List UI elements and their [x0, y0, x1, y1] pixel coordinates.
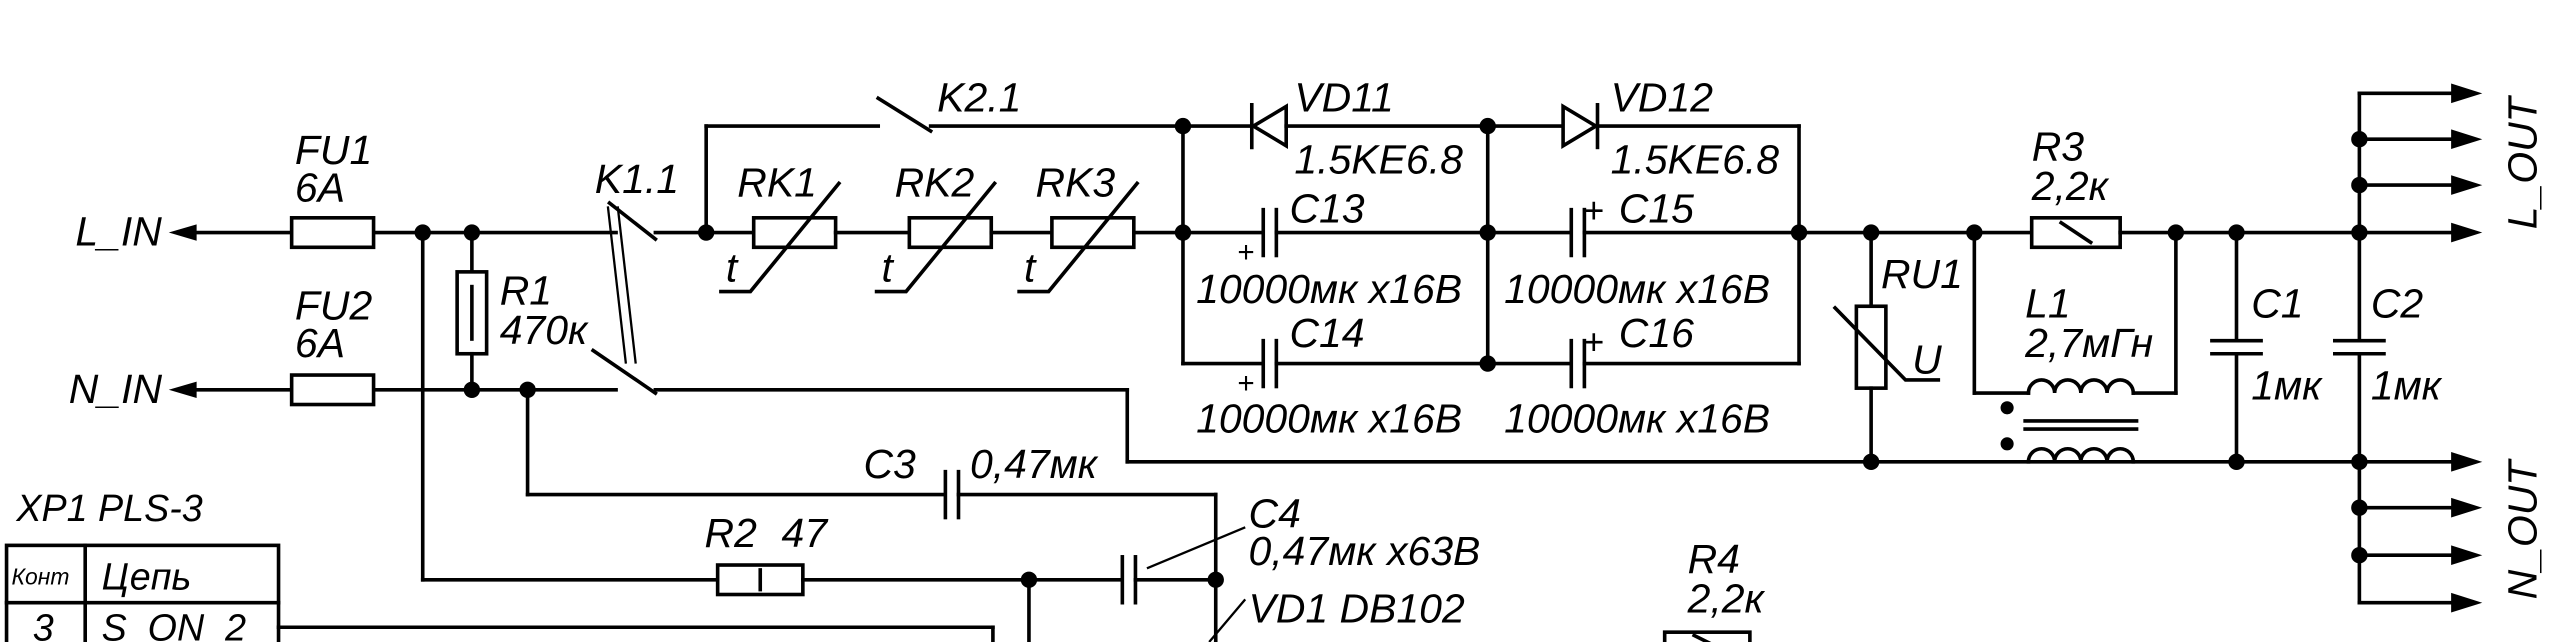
label-r1: R1: [500, 268, 552, 314]
label-fu1-value: 6A: [295, 164, 345, 210]
label-k1: K1.1: [595, 156, 679, 202]
label-l1-value: 2,7мГн: [2024, 320, 2153, 366]
diode-vd12: [1561, 103, 1600, 150]
table-header-circuit: Цепь: [102, 556, 192, 598]
junction: [463, 224, 481, 241]
junction: [2351, 547, 2368, 564]
junction: [2351, 453, 2368, 471]
label-c15-value: 10000мк x16В: [1504, 266, 1770, 312]
capacitor-c13: [1261, 207, 1279, 258]
label-rk2: RK2: [895, 160, 975, 206]
choke-l1: [2000, 378, 2139, 464]
junction: [2351, 224, 2368, 241]
table-cell-contact: 3: [33, 606, 54, 642]
label-c15: C15: [1619, 186, 1694, 232]
label-r2-value: 47: [782, 510, 830, 556]
label-r3-value: 2,2к: [2031, 163, 2110, 209]
label-rk1: RK1: [737, 160, 817, 206]
label-fu2: FU2: [295, 282, 373, 328]
label-r4: R4: [1688, 536, 1740, 582]
label-n-out: N_OUT: [2499, 458, 2545, 600]
label-fu1: FU1: [295, 127, 372, 173]
l-in-arrow: [168, 224, 197, 241]
table-cell-circuit: S_ON_2: [102, 606, 247, 642]
c13-plus: +: [1237, 236, 1254, 269]
diode-vd11: [1249, 103, 1288, 150]
junction: [463, 381, 481, 398]
label-rk1-t: t: [726, 245, 739, 291]
label-rk3-t: t: [1024, 245, 1037, 291]
label-vd11: VD11: [1294, 74, 1393, 120]
relay-contact-k1: [590, 200, 658, 396]
capacitor-c4: [1120, 555, 1138, 605]
varistor-ru1: [1832, 304, 1941, 390]
c16-plus-sign: +: [1583, 321, 1604, 362]
capacitor-c3: [943, 469, 961, 520]
label-vd11-type: 1.5KE6.8: [1294, 137, 1463, 183]
capacitor-c1: [2210, 338, 2263, 356]
label-c14-value: 10000мк x16В: [1196, 395, 1462, 441]
label-rk3: RK3: [1036, 160, 1116, 206]
label-r1-value: 470к: [500, 307, 589, 353]
vd1-leader: [1208, 598, 1247, 642]
label-r4-value: 2,2к: [1687, 576, 1766, 622]
junction: [2351, 499, 2368, 516]
label-c3: C3: [863, 441, 916, 487]
n-in-arrow: [168, 381, 197, 398]
label-c4-value: 0,47мк x63В: [1249, 528, 1481, 574]
label-ru1: RU1: [1881, 251, 1963, 297]
connector-table-xp1: [4, 543, 281, 642]
label-c2: C2: [2371, 281, 2424, 327]
c14-plus: +: [1237, 367, 1254, 400]
junction: [2351, 176, 2368, 194]
capacitor-c2: [2333, 338, 2386, 356]
label-xp1: XP1 PLS-3: [15, 487, 202, 529]
label-l-in: L_IN: [75, 209, 162, 255]
label-c3-value: 0,47мк: [970, 441, 1099, 487]
label-n-in: N_IN: [69, 366, 163, 412]
label-c14: C14: [1289, 310, 1364, 356]
junction: [1207, 571, 1224, 588]
input-arrows: [168, 224, 197, 398]
label-k2: K2.1: [937, 74, 1021, 120]
label-c1-value: 1мк: [2251, 363, 2323, 409]
junction: [1862, 453, 1880, 471]
relay-contact-k2: [875, 95, 934, 134]
fuse-fu2: [289, 373, 376, 407]
label-r3: R3: [2032, 124, 2085, 170]
label-c1: C1: [2251, 281, 2303, 327]
label-l1: L1: [2025, 281, 2071, 327]
label-c16-value: 10000мк x16В: [1504, 395, 1770, 441]
label-l-out: L_OUT: [2499, 94, 2545, 229]
label-vd12-type: 1.5KE6.8: [1611, 137, 1780, 183]
resistor-r4: [1662, 630, 1752, 642]
label-c16: C16: [1619, 310, 1694, 356]
label-c2-value: 1мк: [2371, 363, 2443, 409]
label-c4: C4: [1249, 490, 1301, 536]
label-vd12: VD12: [1611, 74, 1714, 120]
table-header-contact: Конт: [11, 564, 69, 590]
label-c13: C13: [1289, 186, 1364, 232]
label-rk2-t: t: [881, 245, 894, 291]
c15-plus-sign: +: [1583, 190, 1604, 231]
fuse-fu1: [289, 216, 376, 250]
label-c13-value: 10000мк x16В: [1196, 266, 1462, 312]
junction: [2351, 131, 2368, 148]
resistor-r2: [715, 563, 805, 597]
label-r2: R2: [705, 510, 758, 556]
n-out-arrows: [2357, 452, 2483, 613]
capacitor-c14: [1261, 338, 1279, 389]
c4-leader: [1146, 526, 1246, 570]
resistor-r3: [2029, 216, 2122, 250]
l-out-arrows: [2357, 83, 2483, 243]
label-vd1: VD1 DB102: [1249, 585, 1465, 631]
thermistor-rk3: [1017, 180, 1140, 294]
label-fu2-value: 6A: [295, 320, 345, 366]
label-ru1-u: U: [1912, 336, 1942, 382]
